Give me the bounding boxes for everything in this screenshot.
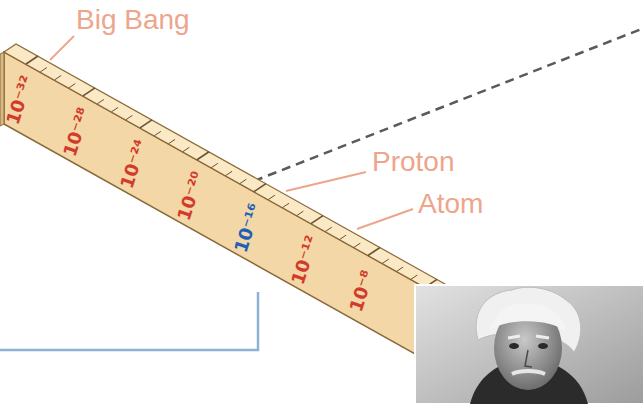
ruler-tick (297, 211, 304, 215)
leader-line (286, 172, 366, 191)
portrait-photo (415, 285, 644, 404)
scale-number: 10⁻³² (4, 73, 37, 126)
scale-number: 10⁻⁸ (347, 269, 377, 315)
annotation-label: Atom (418, 190, 483, 218)
ruler-tick (268, 195, 275, 199)
bracket-line (0, 292, 258, 350)
ruler-tick (169, 139, 176, 143)
ruler-tick (112, 107, 119, 111)
ruler-tick (69, 84, 76, 88)
ruler-tick (368, 247, 380, 255)
ruler-tick (55, 76, 62, 80)
ruler-tick (325, 227, 332, 231)
leader-line (357, 209, 413, 229)
annotation-label: Proton (372, 148, 455, 176)
scale-number: 10⁻²⁴ (118, 137, 151, 190)
ruler-tick (340, 235, 347, 239)
ruler-tick (197, 152, 209, 160)
ruler-tick (183, 147, 190, 151)
ruler-tick (140, 120, 152, 128)
scale-number: 10⁻²⁸ (61, 105, 94, 158)
ruler-tick (211, 163, 218, 167)
ruler-tick (226, 171, 233, 175)
ruler-tick (240, 179, 247, 183)
ruler-tick (397, 267, 404, 271)
ruler-tick (254, 184, 266, 192)
annotation-label: Big Bang (76, 6, 190, 34)
leader-line (50, 36, 74, 60)
ruler-tick (97, 99, 104, 103)
ruler-tick (40, 68, 47, 72)
ruler-tick (411, 275, 418, 279)
ruler-tick (154, 131, 161, 135)
dashed-pointer (254, 28, 644, 181)
ruler-tick (283, 203, 290, 207)
scale-number: 10⁻¹² (289, 233, 322, 286)
ruler-tick (354, 243, 361, 247)
ruler-tick (83, 88, 95, 96)
ruler-end (0, 52, 4, 126)
ruler-tick (126, 115, 133, 119)
ruler-tick (311, 216, 323, 224)
scale-number: 10⁻²⁰ (175, 169, 208, 222)
ruler-tick (382, 259, 389, 263)
scale-number: 10⁻¹⁶ (232, 201, 265, 254)
ruler-tick (26, 56, 38, 64)
